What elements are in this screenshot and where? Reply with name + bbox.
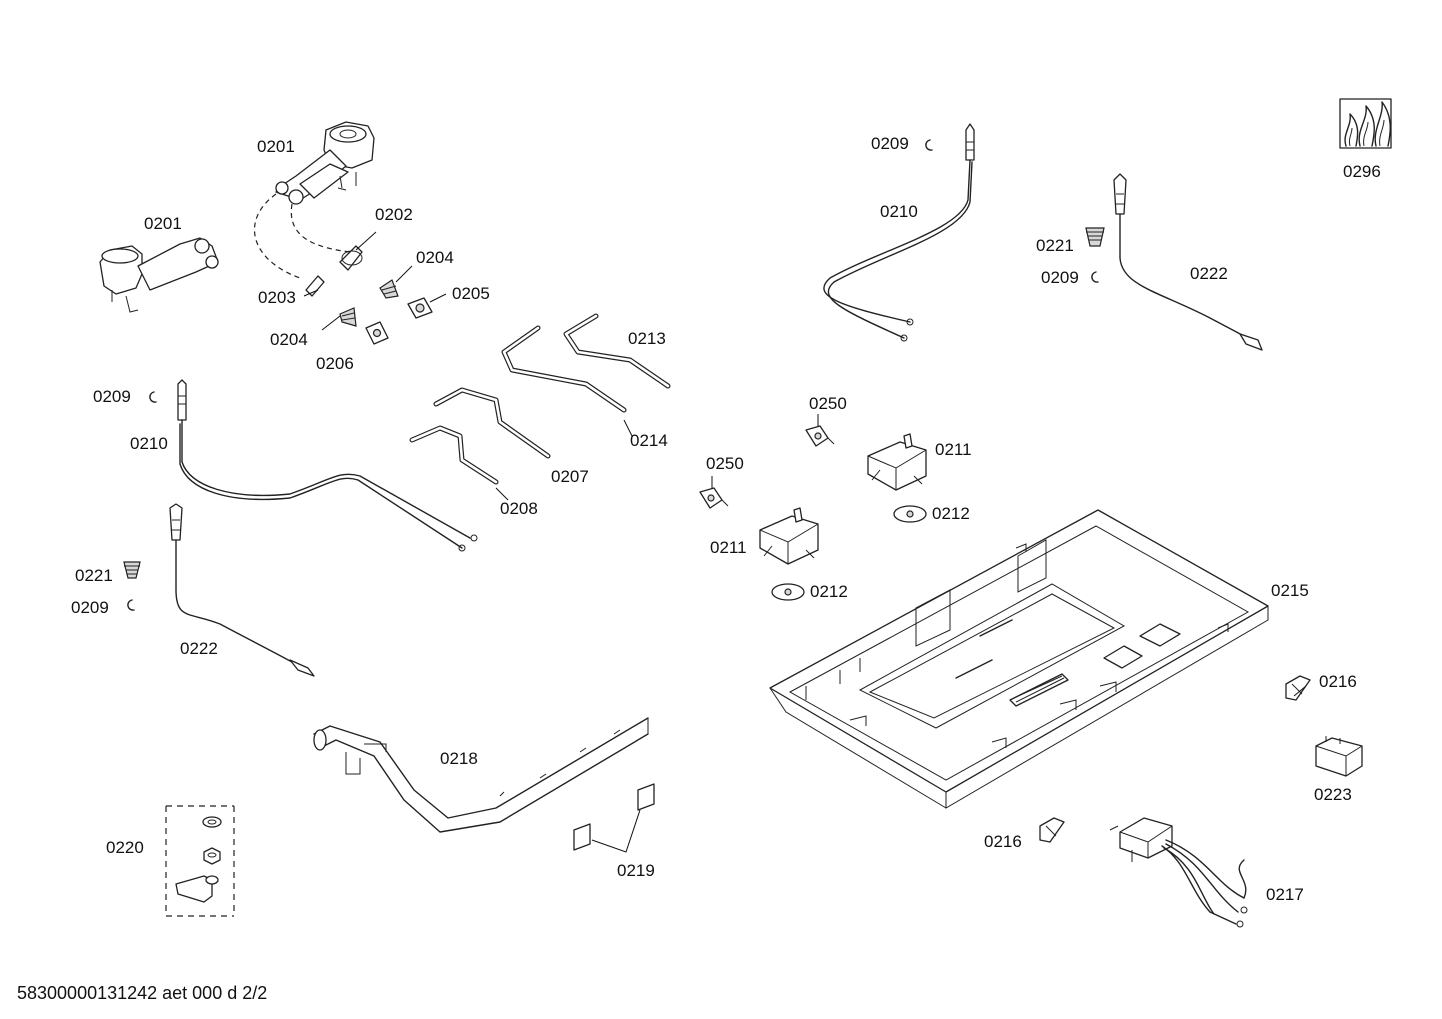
burner-part-0201-top bbox=[275, 121, 375, 205]
gas-pipe-part-0218 bbox=[313, 717, 649, 833]
label-0209-left-upper: 0209 bbox=[93, 387, 131, 406]
seal-part-0212-upper bbox=[893, 505, 927, 523]
label-0223: 0223 bbox=[1314, 785, 1352, 804]
label-0204-upper: 0204 bbox=[416, 248, 454, 267]
spring-part-0221-right bbox=[1085, 227, 1105, 247]
nozzle-part-0205 bbox=[407, 297, 433, 319]
label-0212-upper: 0212 bbox=[932, 504, 970, 523]
sensor-part-0222-left bbox=[169, 503, 315, 677]
label-0203: 0203 bbox=[258, 288, 296, 307]
label-0218: 0218 bbox=[440, 749, 478, 768]
label-0208: 0208 bbox=[500, 499, 538, 518]
label-0207: 0207 bbox=[551, 467, 589, 486]
label-0213: 0213 bbox=[628, 329, 666, 348]
label-0221-left: 0221 bbox=[75, 566, 113, 585]
bracket-part-0219-a bbox=[573, 823, 591, 851]
fitting-kit-part-0220 bbox=[165, 805, 235, 917]
label-0205: 0205 bbox=[452, 284, 490, 303]
cone-part-0204-b bbox=[339, 307, 357, 327]
label-0209-right-lower: 0209 bbox=[1041, 268, 1079, 287]
pipe-part-0207 bbox=[433, 387, 551, 459]
pipe-part-0213 bbox=[563, 313, 671, 389]
nozzle-part-0206 bbox=[365, 321, 389, 345]
label-0250-upper: 0250 bbox=[809, 394, 847, 413]
pipe-part-0214 bbox=[501, 325, 627, 413]
label-0217: 0217 bbox=[1266, 885, 1304, 904]
label-0296: 0296 bbox=[1343, 162, 1381, 181]
label-0211-upper: 0211 bbox=[935, 440, 972, 459]
label-0210-left: 0210 bbox=[130, 434, 168, 453]
spring-part-0221-left bbox=[123, 561, 141, 579]
clip-part-0203 bbox=[305, 275, 325, 297]
burner-part-0201-left bbox=[99, 237, 219, 313]
pipe-part-0208 bbox=[409, 425, 499, 485]
label-0201-top: 0201 bbox=[257, 137, 295, 156]
sensor-part-0222-right bbox=[1113, 173, 1263, 351]
clip-part-0216-bottom bbox=[1039, 817, 1065, 843]
valve-part-0211-upper bbox=[867, 433, 927, 491]
label-0214: 0214 bbox=[630, 431, 668, 450]
seal-part-0212-lower bbox=[771, 583, 805, 601]
clip-part-0202 bbox=[339, 245, 363, 271]
label-0202: 0202 bbox=[375, 205, 413, 224]
thermocouple-part-0210-left bbox=[177, 379, 478, 552]
thermo-insert-part-0250-lower bbox=[699, 487, 729, 509]
label-0216-right: 0216 bbox=[1319, 672, 1357, 691]
bracket-part-0219-b bbox=[637, 783, 655, 811]
dashed-connection-0202 bbox=[290, 203, 351, 253]
label-0222-left: 0222 bbox=[180, 639, 218, 658]
label-0210-right: 0210 bbox=[880, 202, 918, 221]
clip-part-0216-right bbox=[1285, 675, 1311, 701]
label-0215: 0215 bbox=[1271, 581, 1309, 600]
thermo-insert-part-0250-upper bbox=[805, 425, 835, 447]
label-0204-lower: 0204 bbox=[270, 330, 308, 349]
ignition-module-part-0217 bbox=[1109, 817, 1248, 928]
label-0250-lower: 0250 bbox=[706, 454, 744, 473]
clip-part-0209-left-lower bbox=[127, 599, 135, 611]
tray-part-0215 bbox=[769, 509, 1269, 809]
clip-part-0209-right-upper bbox=[925, 139, 933, 151]
label-0209-right-upper: 0209 bbox=[871, 134, 909, 153]
label-0221-right: 0221 bbox=[1036, 236, 1074, 255]
gas-flames-icon bbox=[1339, 98, 1392, 149]
label-0201-left: 0201 bbox=[144, 214, 182, 233]
valve-part-0211-lower bbox=[759, 507, 819, 565]
label-0209-left-lower: 0209 bbox=[71, 598, 109, 617]
label-0222-right: 0222 bbox=[1190, 264, 1228, 283]
thermocouple-part-0210-right bbox=[823, 123, 975, 342]
dashed-connection-0203 bbox=[253, 193, 301, 279]
document-footer-id: 58300000131242 aet 000 d 2/2 bbox=[17, 983, 268, 1003]
label-0220: 0220 bbox=[106, 838, 144, 857]
box-part-0223 bbox=[1315, 736, 1363, 777]
clip-part-0209-right-lower bbox=[1091, 271, 1099, 283]
cone-part-0204-a bbox=[379, 279, 399, 299]
label-0212-lower: 0212 bbox=[810, 582, 848, 601]
label-0206: 0206 bbox=[316, 354, 354, 373]
label-0216-bottom: 0216 bbox=[984, 832, 1022, 851]
label-0219: 0219 bbox=[617, 861, 655, 880]
label-0211-lower: 0211 bbox=[710, 538, 747, 557]
clip-part-0209-left-upper bbox=[149, 391, 157, 403]
